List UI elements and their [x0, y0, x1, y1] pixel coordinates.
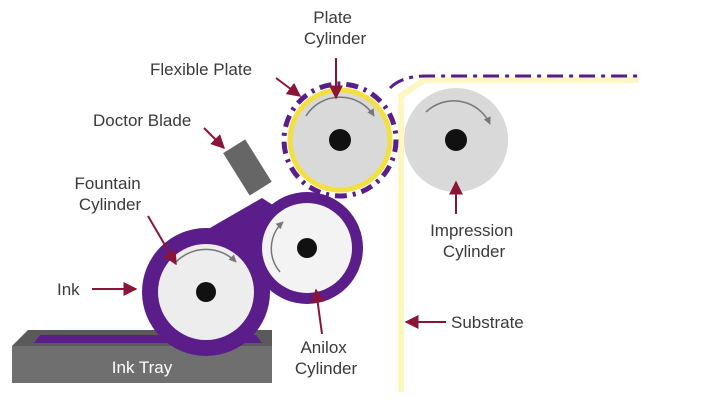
flexible-plate-arrow [275, 77, 302, 97]
doctor-blade [223, 139, 272, 196]
ink-tray-label: Ink Tray [112, 358, 173, 377]
fountain-cylinder [158, 244, 254, 340]
pointer-arrows [92, 58, 463, 335]
plate-cylinder [281, 81, 399, 199]
anilox-cylinder-label-line1: Anilox [300, 338, 347, 357]
plate-cylinder-label: Plate Cylinder [304, 8, 367, 48]
substrate-web [388, 74, 638, 392]
anilox-cylinder-label: Anilox Cylinder [295, 338, 358, 378]
fountain-cylinder-label: Fountain Cylinder [75, 174, 146, 214]
anilox-cylinder-label-line2: Cylinder [295, 359, 358, 378]
doctor-blade-label: Doctor Blade [93, 111, 191, 130]
fountain-cylinder-arrow [147, 215, 177, 266]
fountain-cylinder-label-line1: Fountain [75, 174, 141, 193]
doctor-blade-arrow [203, 127, 225, 149]
impression-cylinder-label-line1: Impression [430, 221, 513, 240]
impression-cylinder-label-line2: Cylinder [443, 242, 506, 261]
impression-cylinder-label: Impression Cylinder [430, 221, 518, 261]
anilox-cylinder-arrow [310, 288, 325, 335]
ink-label: Ink [57, 280, 80, 299]
impression-cylinder [404, 88, 508, 192]
plate-cylinder-label-line1: Plate [313, 8, 352, 27]
plate-cylinder-label-line2: Cylinder [304, 29, 367, 48]
substrate-label: Substrate [451, 313, 524, 332]
flexible-plate-label: Flexible Plate [150, 60, 252, 79]
anilox-cylinder [262, 203, 352, 293]
fountain-cylinder-label-line2: Cylinder [79, 195, 142, 214]
